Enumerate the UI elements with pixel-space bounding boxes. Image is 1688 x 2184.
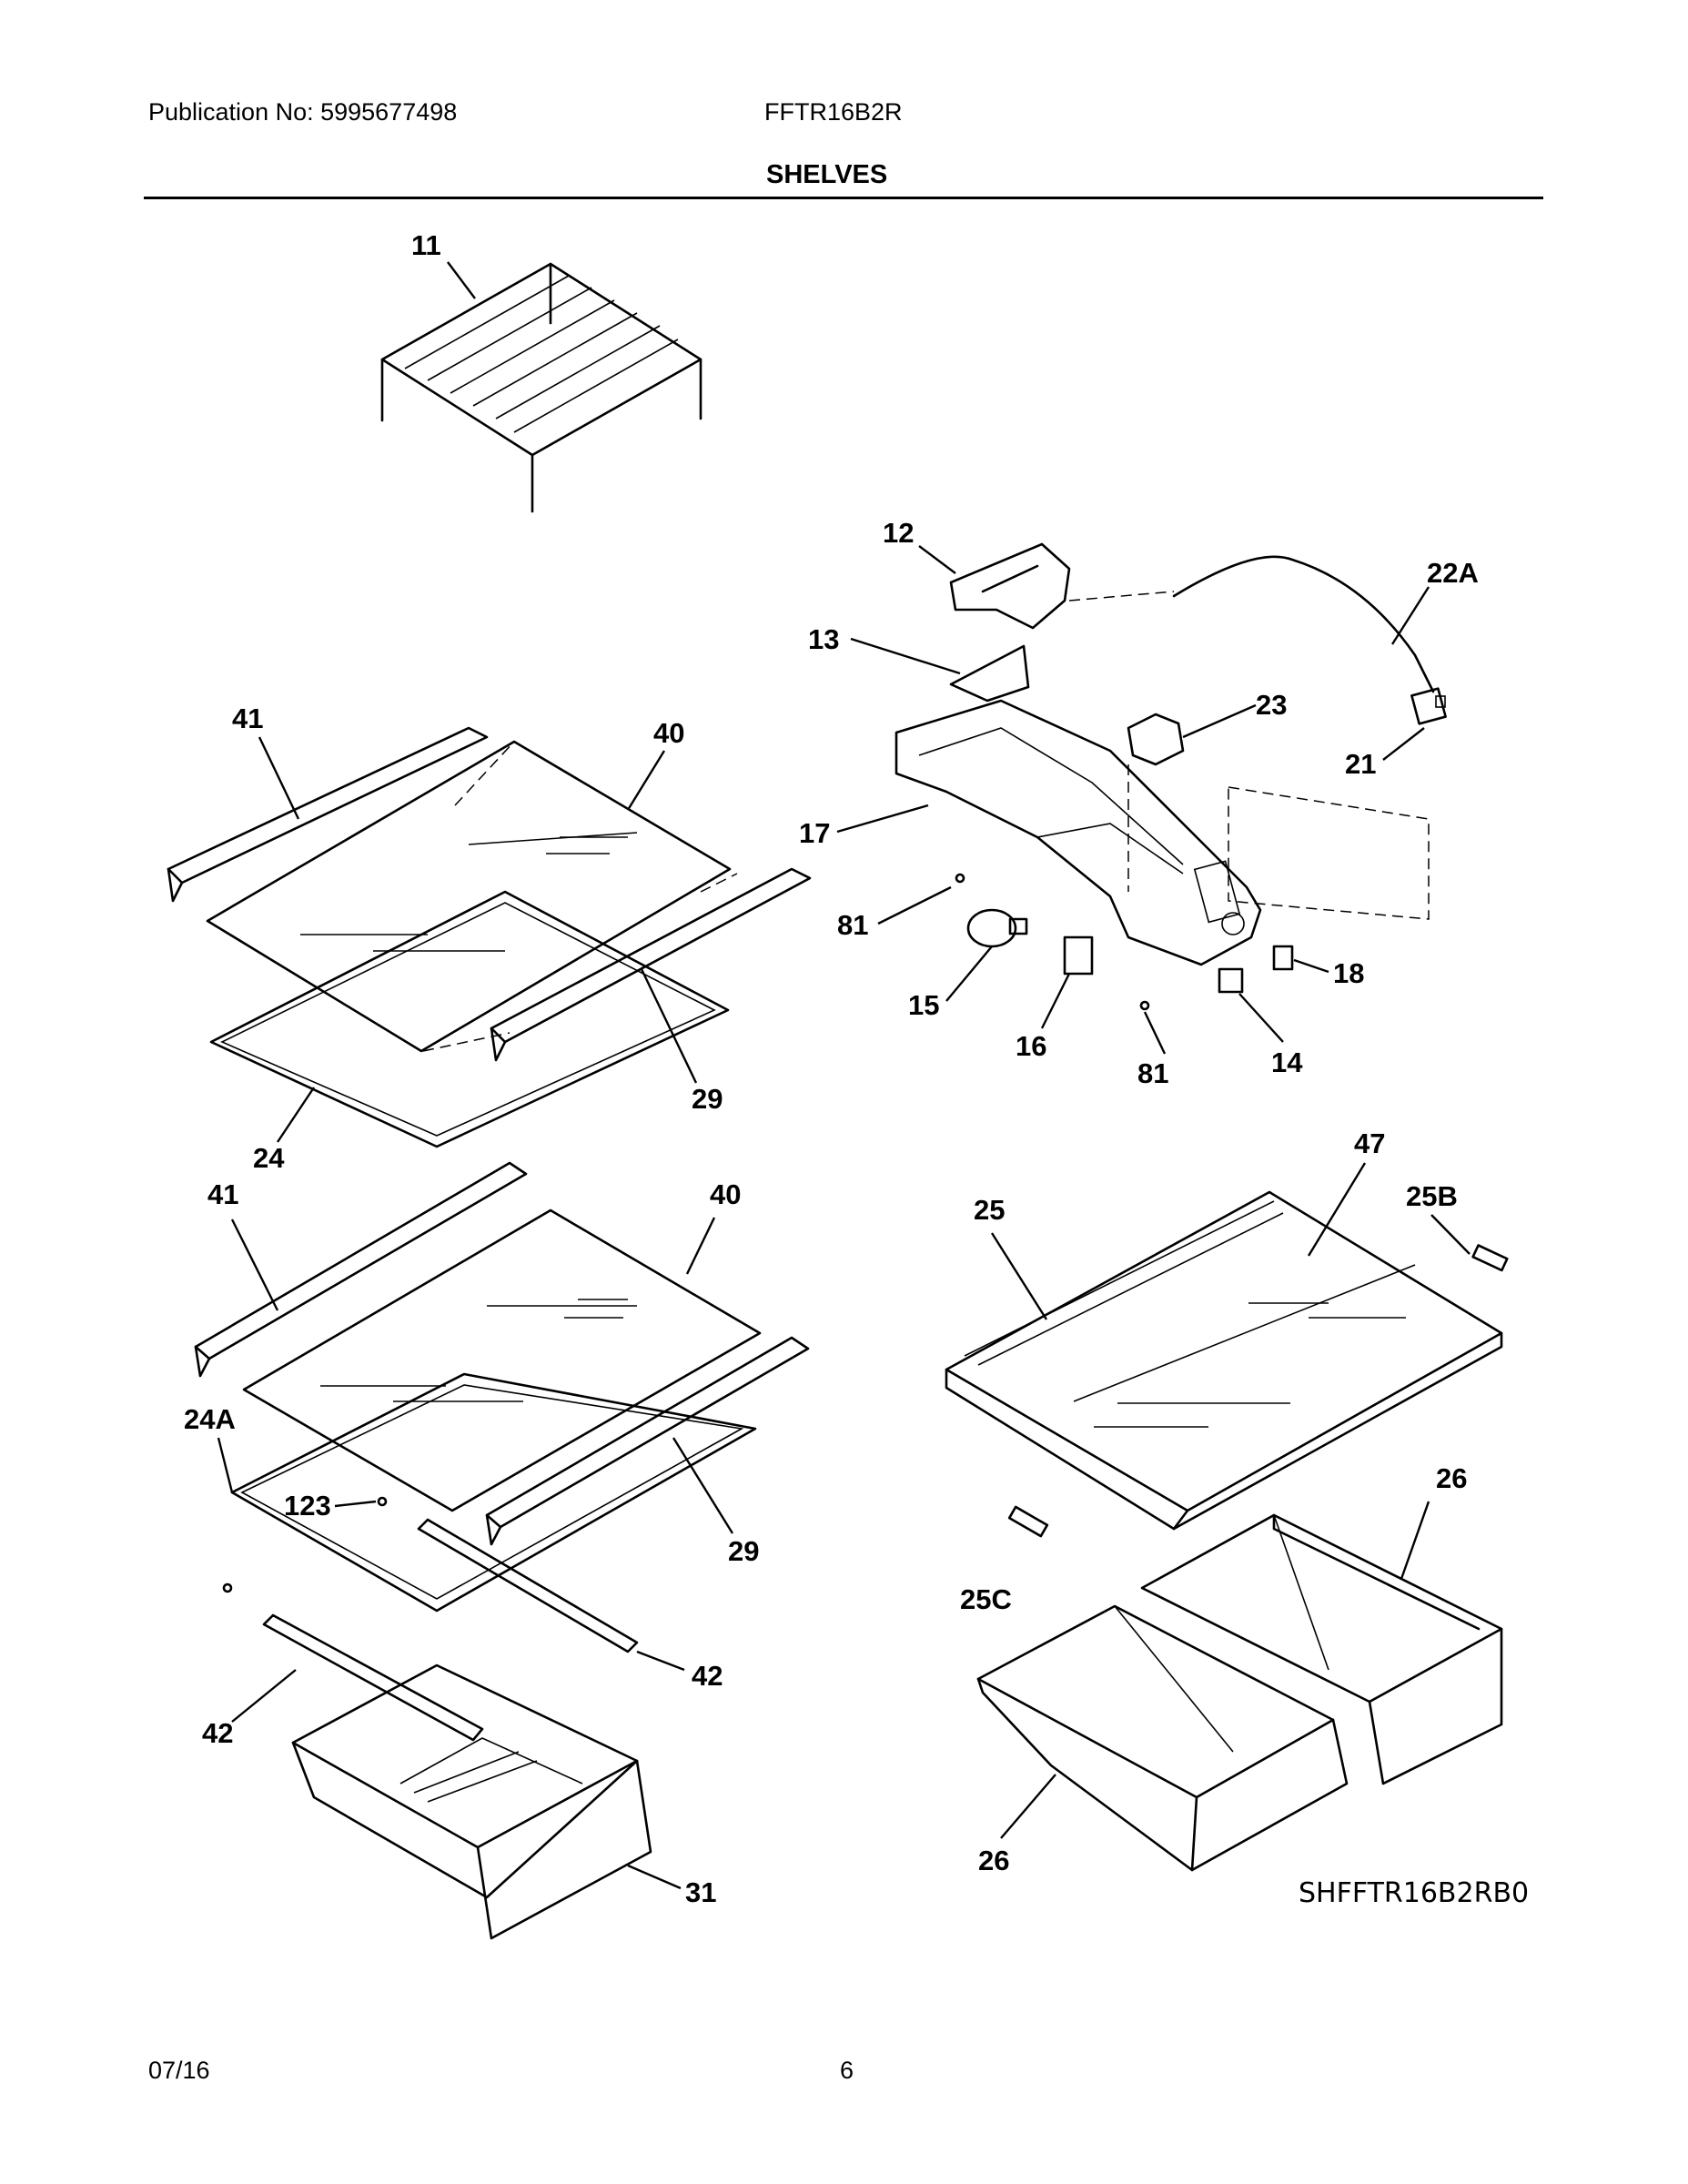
callout-23: 23 [1256, 689, 1287, 721]
drawing-code: SHFFTR16B2RB0 [1299, 1877, 1529, 1909]
lower-glass-shelf-part [194, 1161, 810, 1742]
callout-41-bottom: 41 [207, 1178, 238, 1210]
wire-shelf-part [380, 262, 702, 513]
callout-12: 12 [883, 517, 914, 549]
crisper-cover-part [945, 1190, 1509, 1538]
thermostat-part [1127, 713, 1185, 766]
callout-13: 13 [808, 623, 839, 655]
footer-date: 07/16 [148, 2057, 210, 2084]
light-switch-part [1218, 967, 1244, 994]
page-number: 6 [840, 2057, 854, 2084]
callout-29-top: 29 [692, 1083, 723, 1115]
publication-number: Publication No: 5995677498 [148, 98, 458, 126]
header-rule [144, 197, 1543, 199]
callout-41-top: 41 [232, 703, 263, 734]
callout-26-top: 26 [1436, 1462, 1467, 1494]
callout-81-top: 81 [837, 909, 868, 941]
model-number: FFTR16B2R [764, 98, 903, 126]
crisper-drawer-part [976, 1513, 1503, 1872]
knob-part [1272, 945, 1294, 971]
sliding-clip-part [1007, 1244, 1509, 1538]
callout-11: 11 [411, 229, 441, 261]
switch-part [1410, 687, 1447, 725]
control-housing-part [895, 542, 1262, 966]
callout-123: 123 [284, 1490, 331, 1522]
callout-42-left: 42 [202, 1717, 233, 1749]
light-bulb-part [966, 908, 1028, 948]
callout-17: 17 [799, 817, 830, 849]
callout-26-bottom: 26 [978, 1845, 1009, 1876]
callout-81-bottom: 81 [1137, 1057, 1168, 1089]
lamp-socket-part [1063, 935, 1094, 976]
callout-21: 21 [1345, 748, 1376, 780]
crisper-pan-part [291, 1663, 652, 1940]
section-title: SHELVES [766, 160, 888, 189]
thermostat-capillary-part [1068, 555, 1435, 693]
callout-24: 24 [253, 1142, 285, 1174]
callout-40-top: 40 [653, 717, 684, 749]
callout-31: 31 [685, 1876, 716, 1908]
callout-25B: 25B [1406, 1180, 1458, 1212]
callout-24A: 24A [184, 1403, 236, 1435]
callout-42-right: 42 [692, 1660, 723, 1692]
callout-15: 15 [908, 989, 939, 1021]
callout-18: 18 [1333, 957, 1364, 989]
callout-16: 16 [1016, 1030, 1046, 1062]
callout-14: 14 [1271, 1046, 1303, 1078]
callout-25: 25 [974, 1194, 1005, 1226]
callout-29-bottom: 29 [728, 1535, 759, 1567]
callout-47: 47 [1354, 1127, 1385, 1159]
callout-25C: 25C [960, 1583, 1012, 1615]
cover-vent-slots [964, 1200, 1284, 1366]
upper-glass-shelf-part [167, 726, 812, 1148]
callout-40-bottom: 40 [710, 1178, 741, 1210]
callout-22A: 22A [1427, 557, 1479, 589]
